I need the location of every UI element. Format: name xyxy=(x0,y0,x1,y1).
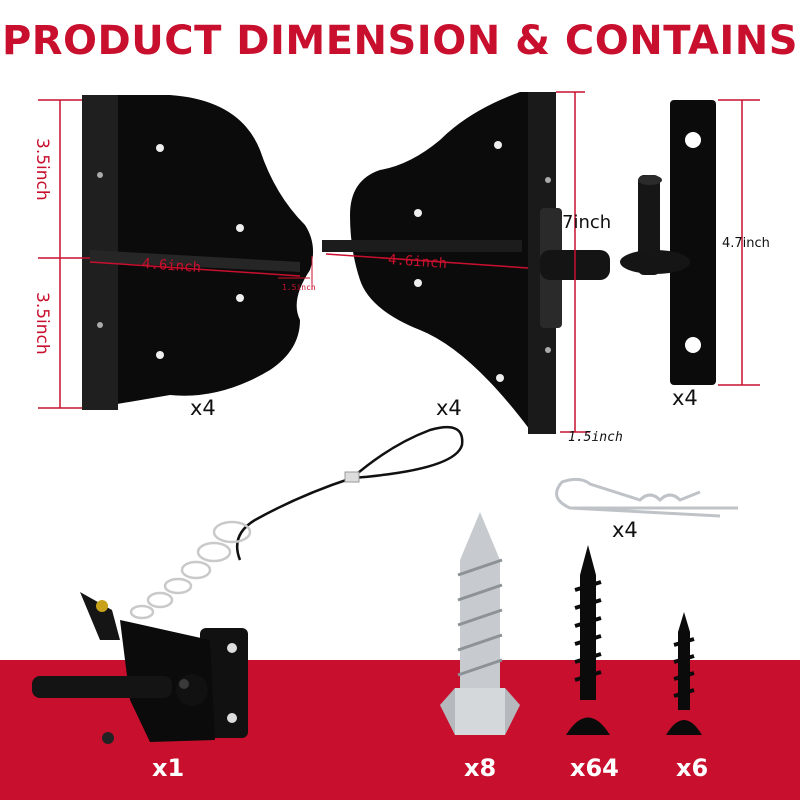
hair-pin-clip-icon xyxy=(555,477,738,518)
page-title: PRODUCT DIMENSION & CONTAINS xyxy=(1,18,799,64)
left-bracket-quantity: x4 xyxy=(190,396,216,420)
hair-pin-quantity: x4 xyxy=(612,518,638,542)
upper-height-label: 3.5inch xyxy=(32,138,52,201)
lag-screw-icon xyxy=(440,512,520,735)
cable-loop-icon xyxy=(235,425,464,561)
right-bracket-quantity: x4 xyxy=(436,396,462,420)
small-depth-label: 1.5inch xyxy=(282,283,316,292)
pin-plate-quantity: x4 xyxy=(672,386,698,410)
foot-depth-label: 1.5inch xyxy=(568,430,623,445)
bracket-height-label: 7inch xyxy=(562,212,612,233)
short-screw-quantity: x6 xyxy=(676,754,709,782)
gate-latch-quantity: x1 xyxy=(152,754,185,782)
center-dimension-lines xyxy=(325,91,590,433)
short-screw-icon xyxy=(666,612,702,735)
pin-plate-height-label: 4.7inch xyxy=(722,236,770,251)
pin-plate-icon xyxy=(620,100,716,385)
left-dimension-lines xyxy=(38,99,313,409)
lag-screw-quantity: x8 xyxy=(464,754,497,782)
gravity-latch-icon xyxy=(32,520,252,744)
long-screw-quantity: x64 xyxy=(570,754,619,782)
corner-bracket-icon xyxy=(82,95,314,410)
lower-height-label: 3.5inch xyxy=(32,292,52,355)
wood-screw-icon xyxy=(566,545,610,735)
pin-plate-dimension-lines xyxy=(718,99,760,386)
